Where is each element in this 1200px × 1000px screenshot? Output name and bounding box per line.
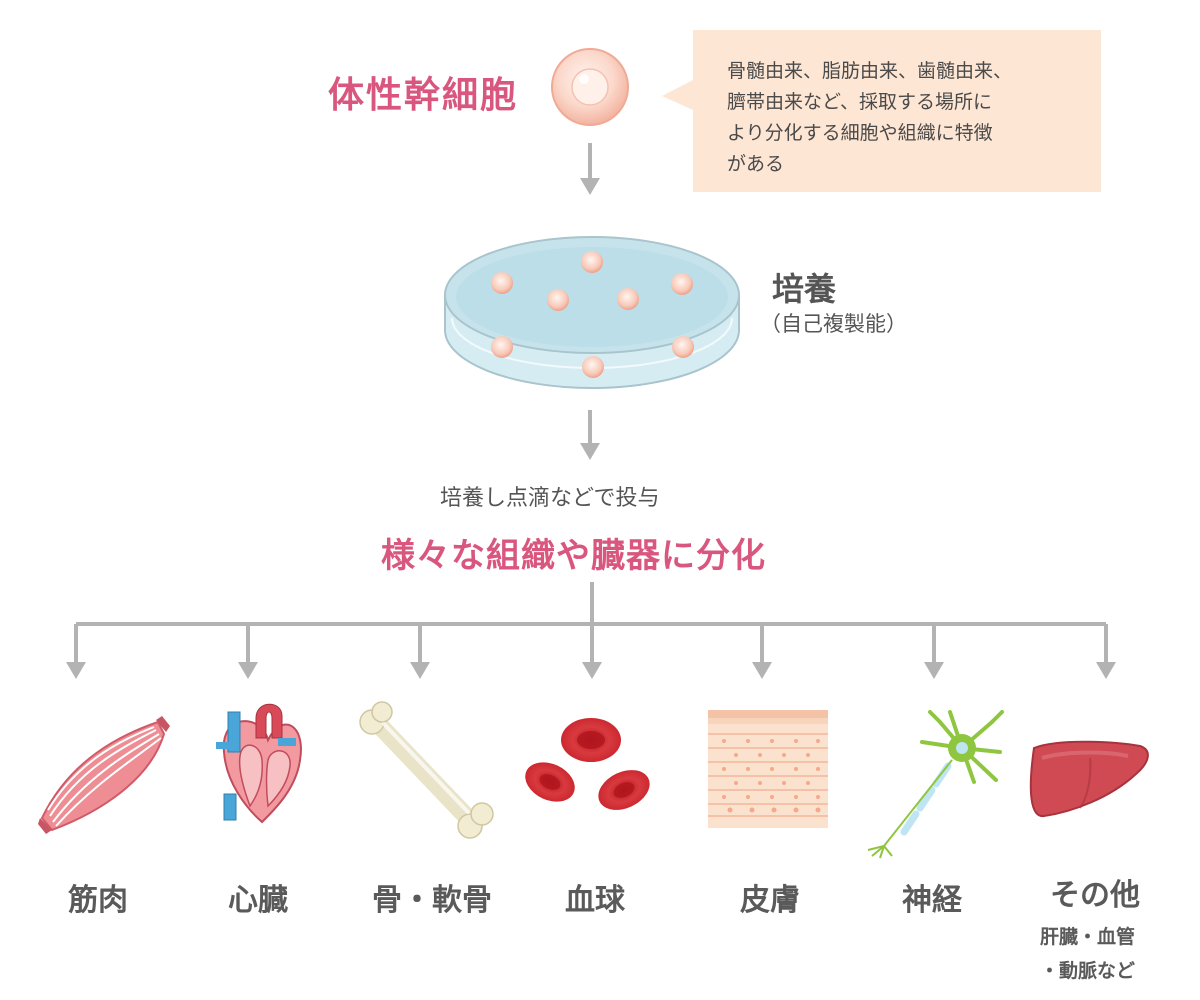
target-sublabel-other: 肝臓・血管 xyxy=(1040,926,1136,948)
stem-cell-note: 骨髄由来、脂肪由来、歯髄由来、 臍帯由来など、採取する場所に より分化する細胞や… xyxy=(693,30,1101,192)
target-label-nerve: 神経 xyxy=(902,883,962,918)
arrow-down-2 xyxy=(580,410,600,460)
branch-arrow xyxy=(66,624,86,679)
skin-icon xyxy=(708,710,828,828)
target-label-blood: 血球 xyxy=(565,883,625,918)
branch-arrow xyxy=(238,624,258,679)
arrow-down-1 xyxy=(580,143,600,195)
target-label-skin: 皮膚 xyxy=(740,883,800,918)
note-line: 骨髄由来、脂肪由来、歯髄由来、 xyxy=(727,60,1013,82)
cultured-cells xyxy=(491,251,694,378)
note-pointer xyxy=(662,80,693,110)
branch-arrows xyxy=(66,582,1116,679)
target-label-muscle: 筋肉 xyxy=(68,883,128,918)
stem-cell-icon xyxy=(551,48,629,126)
branch-arrow xyxy=(752,624,772,679)
stem-cell-title: 体性幹細胞 xyxy=(328,75,519,116)
bone-icon xyxy=(359,701,494,839)
culture-subtitle: （自己複製能） xyxy=(760,312,907,336)
muscle-icon xyxy=(38,716,170,834)
heart-icon xyxy=(216,703,302,824)
target-sublabel-other: ・動脈など xyxy=(1040,960,1136,982)
note-line: がある xyxy=(727,153,785,175)
target-label-other: その他 xyxy=(1050,878,1140,913)
differentiation-title: 様々な組織や臓器に分化 xyxy=(381,536,766,576)
branch-arrow xyxy=(582,624,602,679)
process-description: 培養し点滴などで投与 xyxy=(440,486,660,511)
neuron-icon xyxy=(867,710,1004,859)
petri-dish-icon xyxy=(444,236,740,389)
target-label-bone: 骨・軟骨 xyxy=(372,883,492,918)
note-line: より分化する細胞や組織に特徴 xyxy=(727,122,993,144)
blood-cell-icon xyxy=(525,718,650,810)
culture-title: 培養 xyxy=(772,270,837,308)
liver-icon xyxy=(1029,740,1149,818)
branch-arrow xyxy=(924,624,944,679)
target-label-heart: 心臓 xyxy=(228,883,288,918)
note-line: 臍帯由来など、採取する場所に xyxy=(727,91,993,113)
branch-arrow xyxy=(1096,624,1116,679)
branch-arrow xyxy=(410,624,430,679)
